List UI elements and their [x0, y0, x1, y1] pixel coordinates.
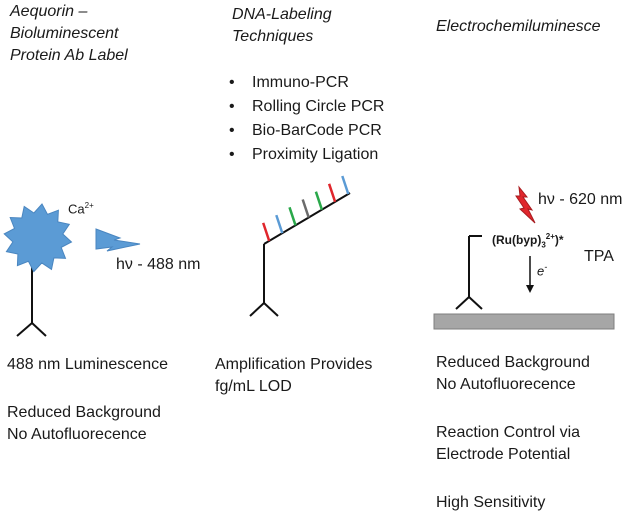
ruthenium-complex-label: (Ru(byp)32+)*	[492, 232, 564, 250]
dna-tag	[341, 175, 350, 195]
dna-tag	[301, 199, 310, 218]
caption-ecl-control: Reaction Control via Electrode Potential	[436, 424, 581, 463]
list-item: Bio-BarCode PCR	[226, 119, 384, 143]
aequorin-starburst	[3, 203, 73, 273]
list-item: Proximity Ligation	[226, 143, 384, 167]
antibody-ecl	[455, 235, 483, 310]
list-item: Rolling Circle PCR	[226, 95, 384, 119]
caption-ecl-sensitivity: High Sensitivity	[436, 494, 546, 511]
dna-barcode-tags	[262, 175, 350, 242]
dna-technique-list: Immuno-PCR Rolling Circle PCR Bio-BarCod…	[226, 71, 384, 167]
electron-label: e-	[537, 262, 548, 279]
dna-tag	[288, 206, 297, 226]
aequorin-title: Aequorin – Bioluminescent Protein Ab Lab…	[10, 3, 128, 64]
dna-tag	[262, 222, 271, 242]
calcium-label: Ca2+	[68, 201, 94, 217]
dna-tag	[275, 214, 284, 234]
caption-488-luminescence: 488 nm Luminescence	[7, 356, 168, 373]
tpa-label: TPA	[584, 248, 614, 265]
emission-488-label: hν - 488 nm	[116, 256, 201, 273]
antibody-aequorin	[16, 262, 47, 337]
electron-arrow	[526, 256, 534, 293]
electrode	[433, 313, 615, 330]
caption-amplification: Amplification Provides fg/mL LOD	[215, 356, 373, 395]
dna-tag	[314, 191, 324, 211]
emission-620-label: hν - 620 nm	[538, 191, 623, 208]
caption-aequorin-benefits: Reduced Background No Autofluorecence	[7, 404, 161, 443]
list-item: Immuno-PCR	[226, 71, 384, 95]
dna-tag	[327, 183, 337, 203]
dna-labeling-title: DNA-Labeling Techniques	[232, 6, 332, 45]
lightning-bolt-icon	[95, 228, 141, 252]
antibody-dna	[249, 192, 351, 317]
red-flash-icon	[515, 185, 536, 224]
caption-ecl-benefits: Reduced Background No Autofluorecence	[436, 354, 590, 393]
ecl-title: Electrochemiluminesce	[436, 18, 601, 35]
